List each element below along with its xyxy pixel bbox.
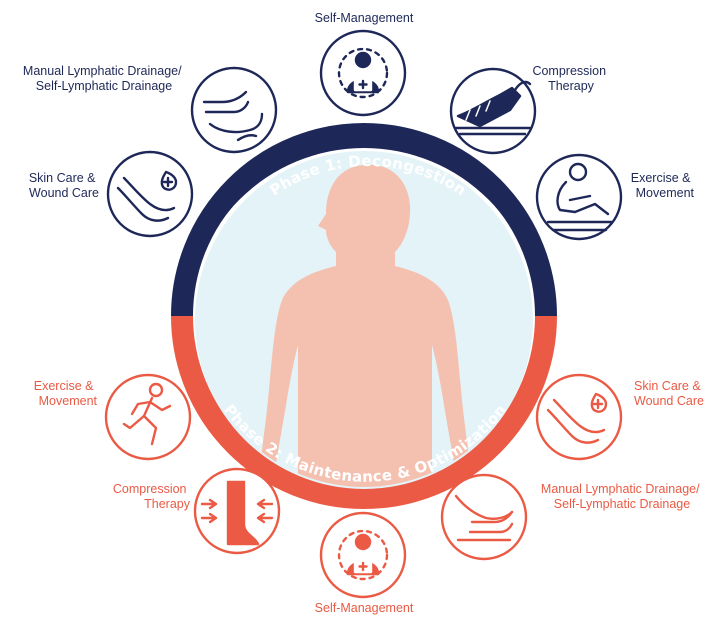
label-skin-wound-care-phase1: Skin Care & Wound Care	[29, 171, 99, 200]
label-lymphatic-drainage-phase2: Manual Lymphatic Drainage/ Self-Lymphati…	[541, 482, 703, 511]
phase1-ring-band	[171, 123, 557, 317]
phase1-labels: Self-Management Compression Therapy Exer…	[23, 11, 695, 200]
self-management-icon	[319, 511, 407, 599]
label-compression-therapy-phase1: Compression Therapy	[532, 64, 609, 93]
phase2-labels: Exercise & Movement Compression Therapy …	[34, 379, 704, 615]
label-compression-therapy-phase2: Compression Therapy	[113, 482, 191, 511]
compression-therapy-icon	[193, 467, 281, 555]
exercise-movement-icon	[535, 153, 623, 241]
phase2-ring-band	[171, 315, 557, 509]
label-skin-wound-care-phase2: Skin Care & Wound Care	[634, 379, 704, 408]
compression-therapy-icon	[449, 67, 537, 155]
skin-wound-care-icon	[106, 150, 194, 238]
lymphatic-drainage-icon	[440, 473, 528, 561]
human-body-silhouette	[258, 164, 472, 487]
label-self-management-phase1: Self-Management	[315, 11, 414, 25]
label-lymphatic-drainage-phase1: Manual Lymphatic Drainage/ Self-Lymphati…	[23, 64, 185, 93]
lymphatic-drainage-icon	[190, 66, 278, 154]
skin-wound-care-icon	[535, 373, 623, 461]
phase1-items	[106, 29, 623, 241]
self-management-icon	[319, 29, 407, 117]
exercise-movement-icon	[104, 373, 192, 461]
label-exercise-movement-phase1: Exercise & Movement	[631, 171, 695, 200]
label-exercise-movement-phase2: Exercise & Movement	[34, 379, 98, 408]
phase2-items	[104, 373, 623, 599]
label-self-management-phase2: Self-Management	[315, 601, 414, 615]
